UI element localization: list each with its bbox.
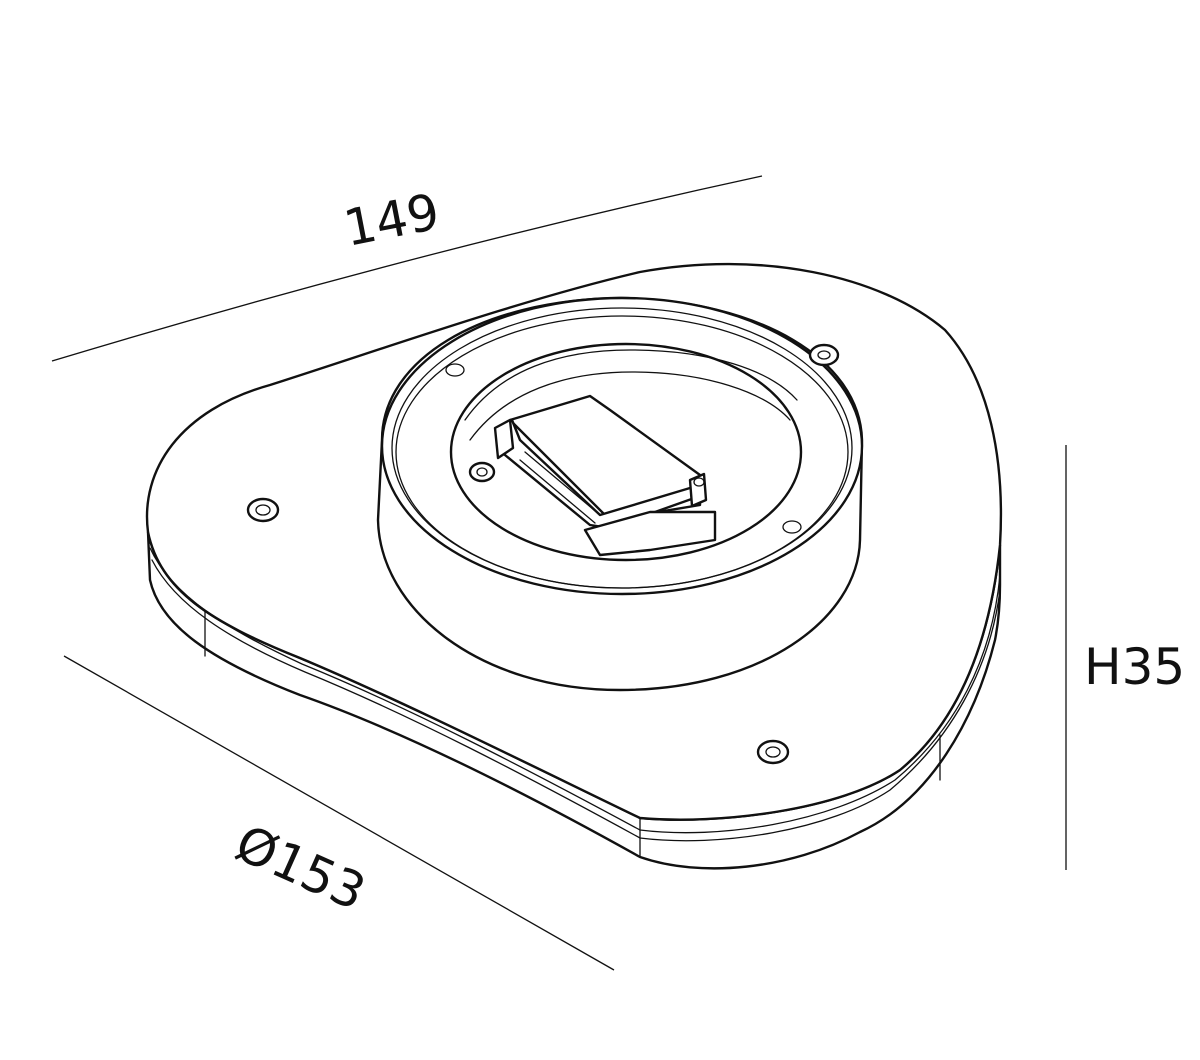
bracket-rail-groove-2 <box>524 451 601 516</box>
mounting-bracket <box>493 394 717 557</box>
screws <box>246 343 840 765</box>
collar-opening-wall-2 <box>469 371 791 441</box>
screw-base-right-icon <box>756 739 790 765</box>
height-label: H35 <box>1084 638 1185 696</box>
bracket-front-block <box>583 510 717 557</box>
diameter-dimension-line <box>63 655 615 971</box>
hole-collar-left-icon <box>445 363 465 377</box>
length-dimension-line <box>51 175 763 362</box>
bracket-tab-left <box>493 418 515 460</box>
height-dimension: H35 <box>1065 445 1185 870</box>
collar-rim-inner-2 <box>395 315 849 589</box>
bracket-tab-right <box>688 472 708 508</box>
screw-inner-left-icon <box>468 461 496 483</box>
hole-collar-right-icon <box>782 520 802 534</box>
screw-base-left-icon <box>246 497 280 523</box>
length-label: 149 <box>339 183 444 258</box>
collar-opening-wall-1 <box>464 349 798 421</box>
hole-inner-small-icon <box>693 477 705 487</box>
screw-collar-right-icon <box>808 343 840 367</box>
bracket-rail-groove-1 <box>519 459 596 524</box>
diameter-label: Ø153 <box>227 814 374 922</box>
